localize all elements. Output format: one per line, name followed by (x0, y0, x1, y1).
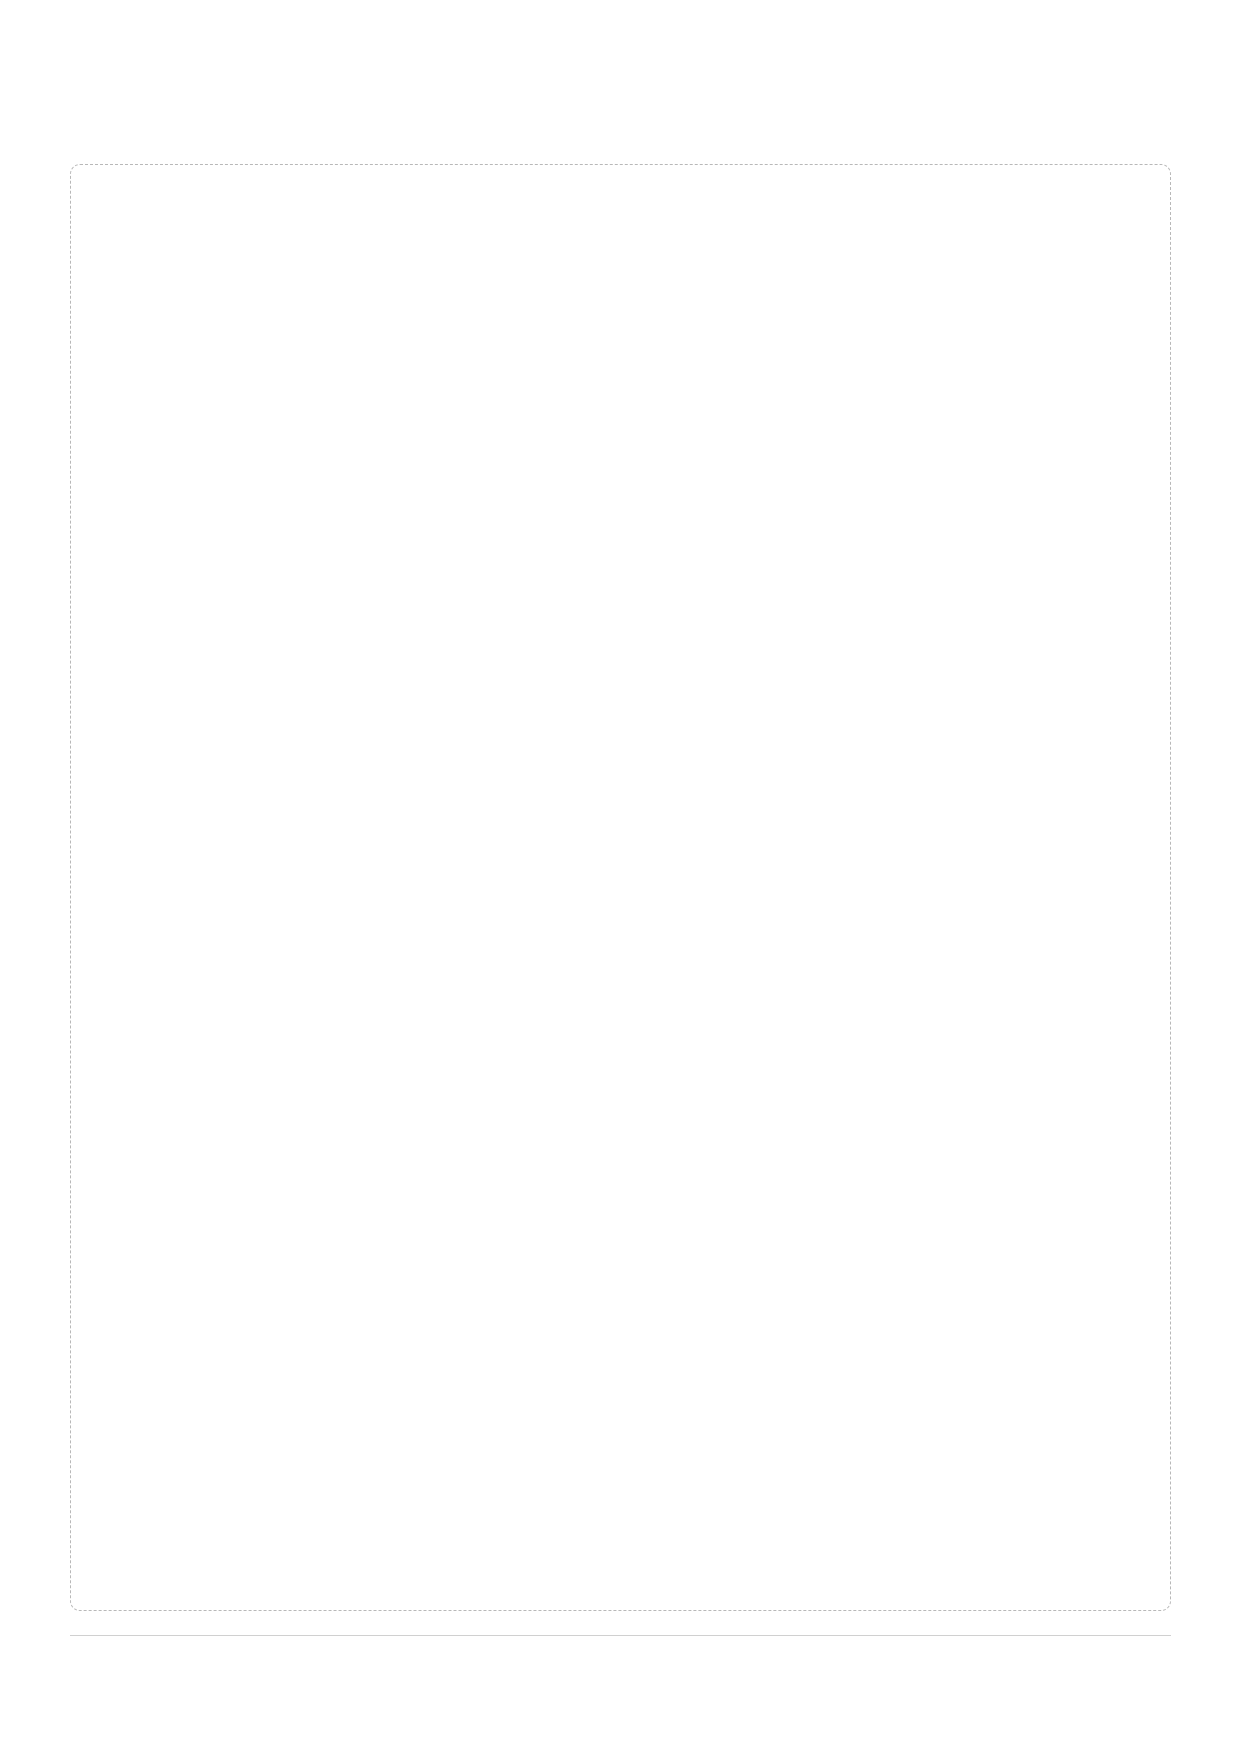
page-body (70, 164, 1171, 1611)
page-footer (70, 1635, 1171, 1695)
page-header (70, 60, 1171, 140)
